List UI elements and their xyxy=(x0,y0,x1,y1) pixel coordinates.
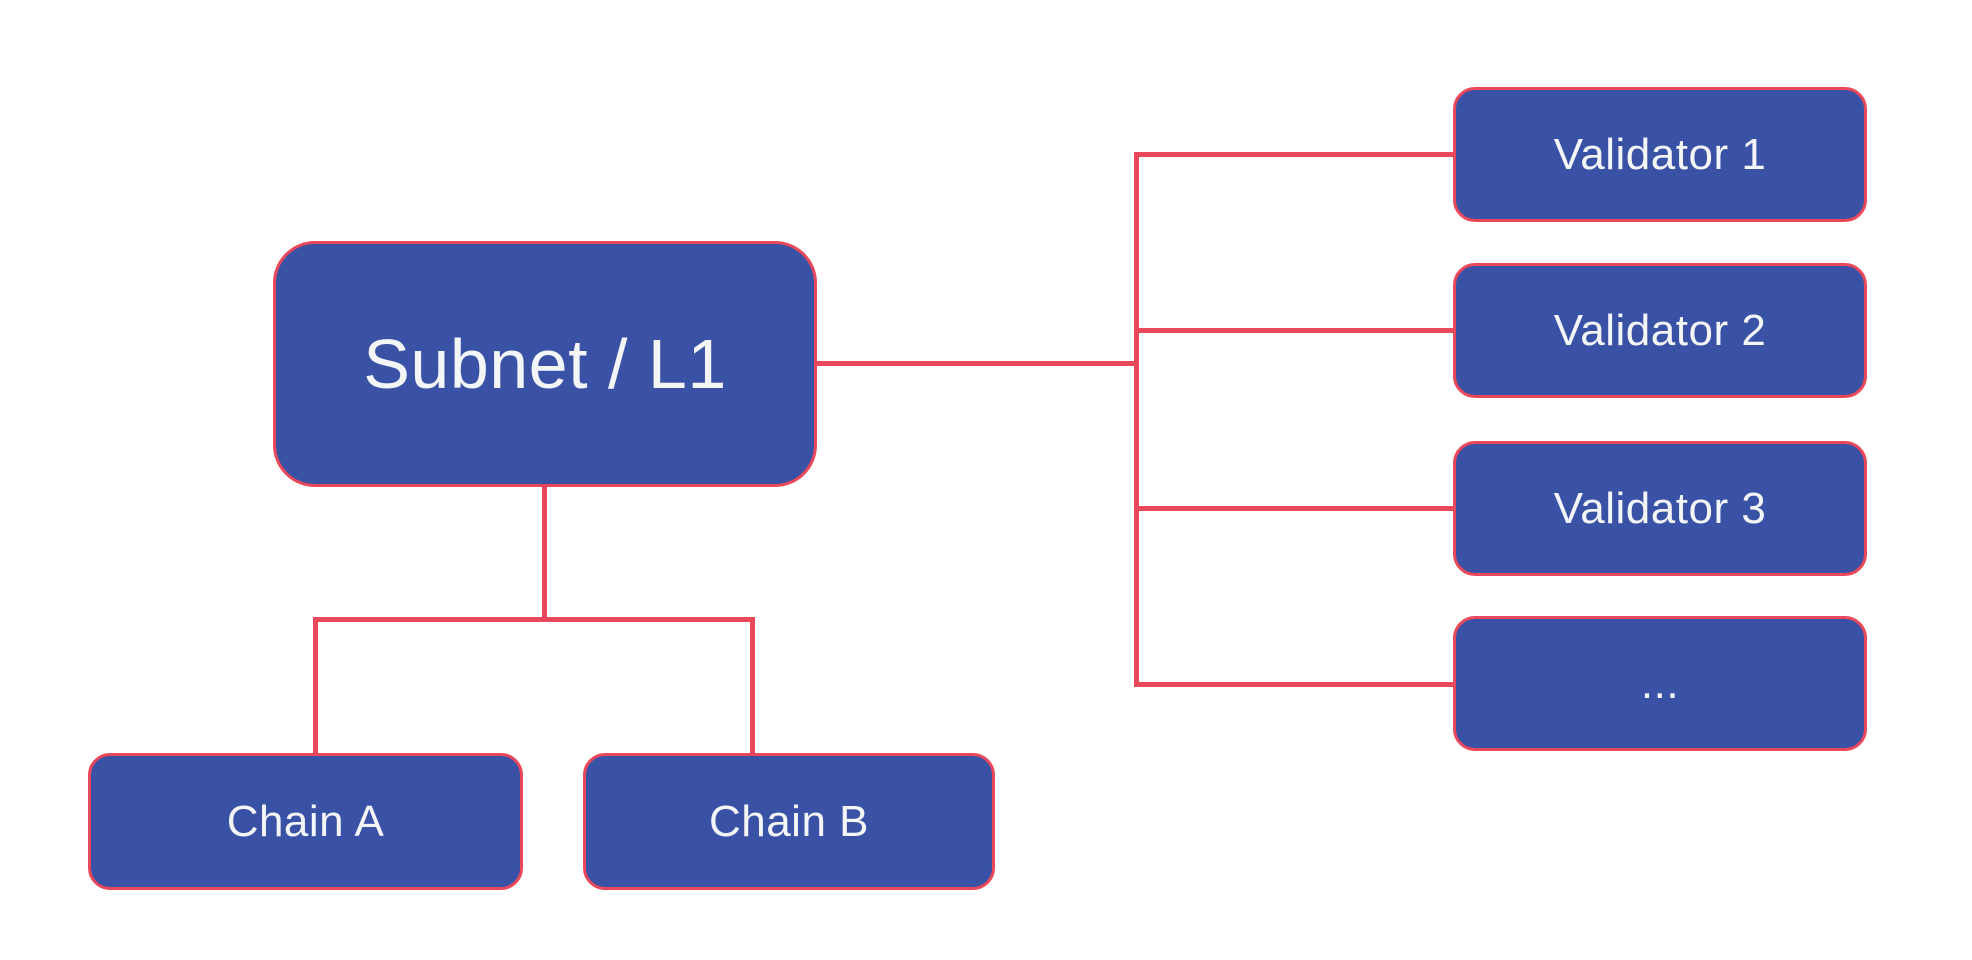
connector-branch-validator-more xyxy=(1136,682,1453,687)
chain-a-node: Chain A xyxy=(88,753,523,890)
connector-branch-validator-2 xyxy=(1136,328,1453,333)
connector-chain-crossbar xyxy=(313,617,755,622)
chain-a-node-label: Chain A xyxy=(226,796,385,846)
subnet-node-label: Subnet / L1 xyxy=(363,325,727,403)
validator-3-node-label: Validator 3 xyxy=(1553,483,1767,533)
connector-validator-trunk xyxy=(1134,152,1139,687)
subnet-node: Subnet / L1 xyxy=(273,241,817,487)
connector-chain-a-drop xyxy=(313,617,318,755)
validator-2-node: Validator 2 xyxy=(1453,263,1867,398)
chain-b-node: Chain B xyxy=(583,753,995,890)
validator-3-node: Validator 3 xyxy=(1453,441,1867,576)
connector-subnet-drop xyxy=(542,487,547,620)
validator-more-node: ... xyxy=(1453,616,1867,751)
validator-more-node-label: ... xyxy=(1640,658,1680,708)
validator-1-node-label: Validator 1 xyxy=(1553,129,1767,179)
connector-chain-b-drop xyxy=(750,617,755,755)
connector-subnet-to-trunk xyxy=(817,361,1139,366)
validator-2-node-label: Validator 2 xyxy=(1553,305,1767,355)
chain-b-node-label: Chain B xyxy=(708,796,870,846)
connector-branch-validator-3 xyxy=(1136,506,1453,511)
validator-1-node: Validator 1 xyxy=(1453,87,1867,222)
connector-branch-validator-1 xyxy=(1136,152,1453,157)
